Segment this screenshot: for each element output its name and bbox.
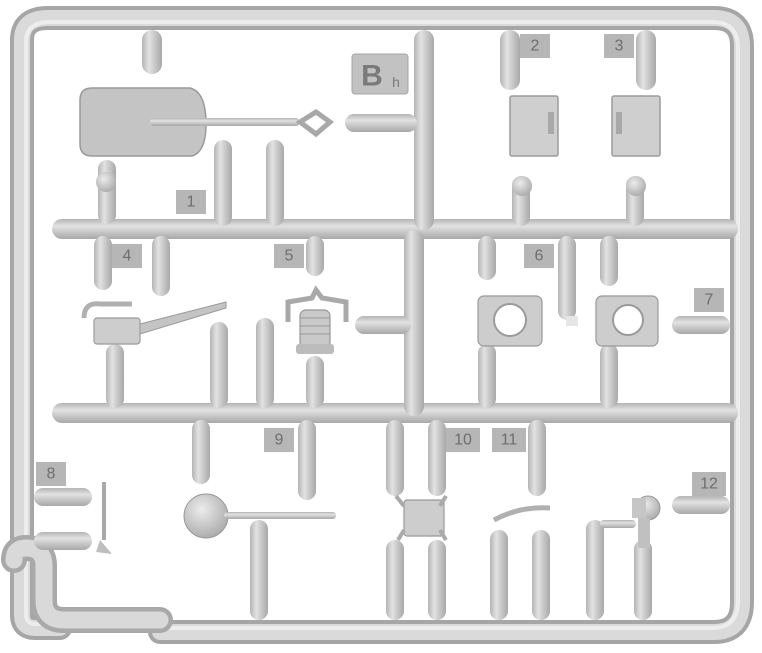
part-6-ring bbox=[477, 295, 543, 347]
part-9-disk bbox=[183, 493, 336, 539]
part-12-light bbox=[600, 495, 661, 548]
part-number-6: 6 bbox=[535, 248, 544, 265]
part-number-1: 1 bbox=[187, 194, 196, 211]
part-number-3: 3 bbox=[615, 38, 624, 55]
part-number-11: 11 bbox=[501, 432, 518, 449]
part-number-4: 4 bbox=[123, 248, 132, 265]
part-number-9: 9 bbox=[275, 432, 284, 449]
part-2-door bbox=[509, 95, 559, 196]
part-number-2: 2 bbox=[531, 38, 540, 55]
part-number-10: 10 bbox=[454, 432, 472, 449]
part-5-lamp bbox=[285, 285, 349, 354]
part-number-5: 5 bbox=[285, 248, 294, 265]
part-number-12: 12 bbox=[700, 476, 718, 493]
sprue-gates bbox=[34, 30, 730, 620]
part-10-block bbox=[394, 494, 448, 542]
sprue-letter-plate: B h bbox=[351, 53, 409, 95]
runner-vertical bbox=[404, 30, 434, 416]
part-number-7: 7 bbox=[705, 292, 714, 309]
part-11-arm bbox=[492, 505, 551, 523]
sprue-letter-sub: h bbox=[392, 74, 400, 90]
part-1-box bbox=[79, 87, 335, 192]
part-number-8: 8 bbox=[47, 466, 56, 483]
part-number-tabs: 1 2 3 4 5 6 7 8 9 10 11 12 bbox=[36, 34, 726, 496]
sprue-frame bbox=[10, 5, 754, 644]
part-7-ring bbox=[566, 295, 659, 347]
sprue-curl bbox=[1, 534, 173, 633]
part-4-oilcan bbox=[81, 301, 227, 345]
part-3-door bbox=[611, 95, 661, 196]
sprue-letter: B bbox=[361, 60, 383, 93]
part-8-spout bbox=[96, 482, 112, 554]
